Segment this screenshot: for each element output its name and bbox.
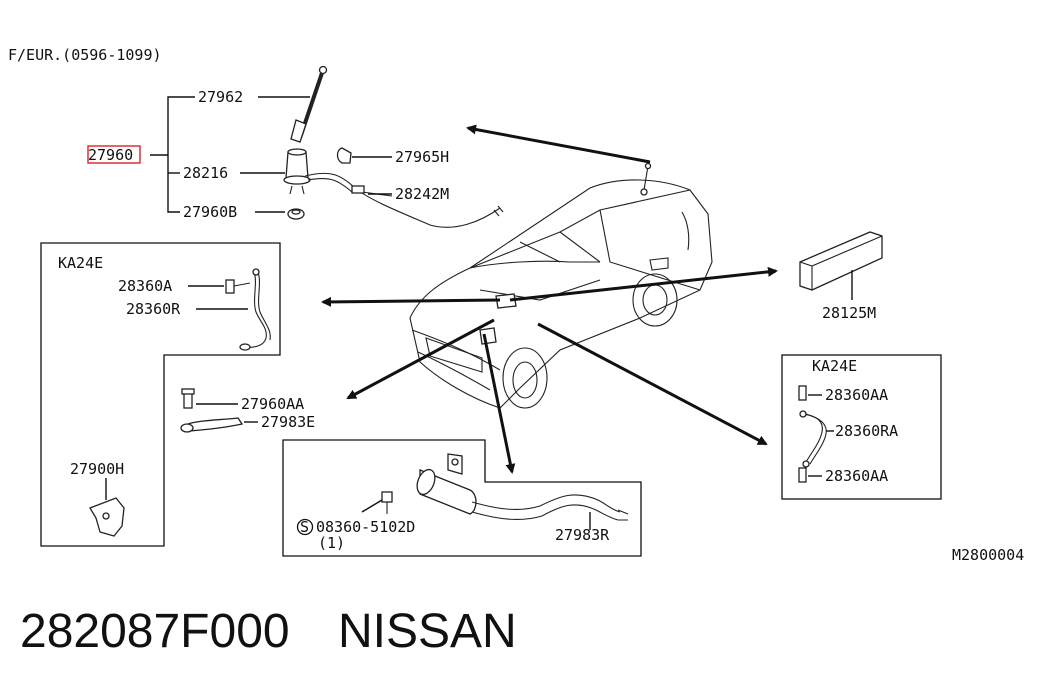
ka24e-right-label: KA24E	[812, 357, 857, 375]
callout-27983E: 27983E	[261, 413, 315, 431]
callout-28360R: 28360R	[126, 300, 181, 318]
callout-27960B: 27960B	[183, 203, 237, 221]
callout-27962: 27962	[198, 88, 243, 106]
callout-27965H: 27965H	[395, 148, 449, 166]
module-group: 28125M	[799, 231, 883, 322]
ka24e-left-group: KA24E 28360A 28360R 27960AA 27983E 27900…	[40, 242, 315, 547]
callout-28360AA-top: 28360AA	[825, 386, 888, 404]
ground-strap-icon-2	[801, 413, 823, 463]
antenna-base	[285, 151, 309, 179]
condenser-group: S 08360-5102D (1) 27983R	[282, 439, 642, 557]
callout-27960AA: 27960AA	[241, 395, 304, 413]
antenna-base-sleeve	[290, 119, 307, 143]
ka24e-left-label: KA24E	[58, 254, 103, 272]
standard-part-symbol	[296, 518, 314, 536]
brand-name: NISSAN	[338, 605, 517, 658]
vehicle-illustration	[409, 162, 713, 409]
callout-27900H: 27900H	[70, 460, 124, 478]
standard-part-letter: S	[300, 518, 309, 536]
clip-icon	[336, 147, 352, 164]
condenser-wire	[471, 494, 621, 513]
ground-wire-icon	[187, 417, 244, 432]
callout-28242M: 28242M	[395, 185, 449, 203]
callout-28216: 28216	[183, 164, 228, 182]
callout-08360-5102D: 08360-5102D	[316, 518, 415, 536]
callout-08360-qty: (1)	[318, 534, 345, 552]
module-icon	[799, 231, 883, 291]
ka24e-left-frame	[40, 242, 281, 547]
bolt-icon-3	[798, 467, 807, 483]
bolt-icon	[225, 279, 235, 294]
screw-icon-2	[381, 491, 393, 503]
antenna-cable	[304, 172, 501, 228]
callout-28360A: 28360A	[118, 277, 172, 295]
ka24e-right-frame	[781, 354, 942, 500]
condenser-frame	[282, 439, 642, 557]
pointer-arrows	[321, 124, 778, 474]
ground-strap-icon	[245, 271, 267, 348]
diagram-code: M2800004	[952, 546, 1024, 564]
highlight-box	[87, 145, 141, 164]
antenna-tip	[318, 65, 328, 75]
ka24e-right-group: KA24E 28360AA 28360RA 28360AA	[781, 354, 942, 500]
bolt-icon-2	[798, 385, 807, 401]
callout-27983R: 27983R	[555, 526, 610, 544]
part-number: 282087F000	[20, 605, 290, 658]
callout-27960: 27960	[88, 146, 133, 164]
callout-28360AA-bottom: 28360AA	[825, 467, 888, 485]
callout-28360RA: 28360RA	[835, 422, 898, 440]
variant-label: F/EUR.(0596-1099)	[8, 46, 162, 64]
antenna-group: 27962 27960 28216 27960B 27965H 28242M	[87, 65, 504, 228]
callout-28125M: 28125M	[822, 304, 876, 322]
